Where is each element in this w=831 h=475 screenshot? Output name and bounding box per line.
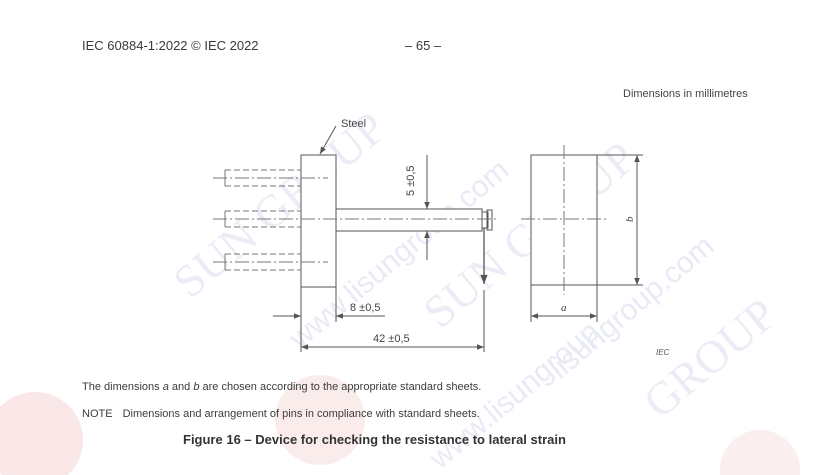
figure-caption: Figure 16 – Device for checking the resi… [183,432,566,447]
page-number: – 65 – [405,38,442,53]
dimensions-paragraph: The dimensions a and b are chosen accord… [82,381,481,393]
steel-leader [319,125,337,155]
note: NOTE Dimensions and arrangement of pins i… [82,408,480,420]
units-note: Dimensions in millimetres [623,88,748,100]
dim-block-thickness: 8 ±0,5 [350,302,381,314]
steel-block [300,154,337,288]
dim-total-length: 42 ±0,5 [373,333,410,345]
dim-b-label: b [624,216,636,223]
iec-source-mark: IEC [656,348,670,357]
steel-label: Steel [341,118,367,130]
dim-pin-offset: 5 ±0,5 [405,165,417,196]
paragraph-suffix: are chosen according to the appropriate … [199,381,482,393]
dim-a-label: a [561,302,567,314]
pin-body [335,208,483,232]
paragraph-prefix: The dimensions [82,381,163,393]
note-text: Dimensions and arrangement of pins in co… [122,408,480,420]
var-a: a [162,381,169,393]
note-label: NOTE [82,408,113,420]
pin-end-cap [486,209,493,231]
var-b: b [193,381,200,393]
paragraph-mid: and [168,381,194,393]
pin-end-groove [481,211,489,229]
document-id: IEC 60884-1:2022 © IEC 2022 [82,38,259,53]
